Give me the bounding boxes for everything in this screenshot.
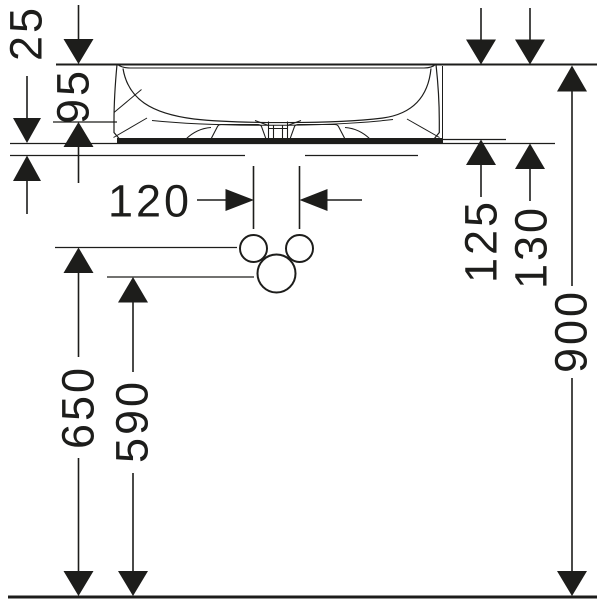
dim-label-590: 590 [106, 378, 158, 464]
drain-detail [185, 119, 371, 140]
dim-label-125: 125 [455, 198, 507, 284]
washbasin-outline [113, 64, 443, 140]
dim-590 [107, 276, 254, 596]
dim-125 [466, 8, 496, 197]
dim-900 [557, 65, 587, 596]
dim-label-130: 130 [505, 204, 557, 290]
dim-label-650: 650 [52, 364, 104, 450]
dim-label-95: 95 [47, 67, 99, 125]
dim-95 [63, 5, 94, 183]
reference-lines [8, 63, 597, 599]
dim-650 [55, 246, 237, 596]
dim-25 [13, 76, 41, 214]
dim-130 [515, 8, 545, 201]
dim-120 [197, 166, 362, 229]
dim-label-900: 900 [545, 288, 597, 374]
dim-label-120: 120 [107, 175, 193, 227]
dim-label-25: 25 [0, 4, 52, 62]
connection-points [239, 234, 314, 294]
